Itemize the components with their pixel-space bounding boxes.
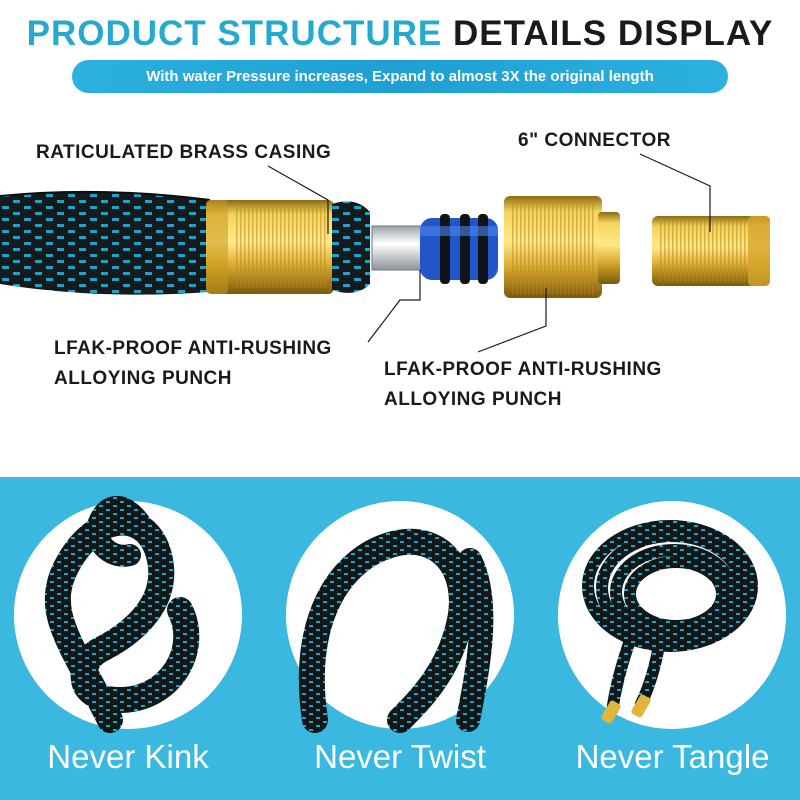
brass-casing [206, 200, 334, 294]
never-kink-caption: Never Kink [47, 738, 209, 775]
right-punch-label-line2: ALLOYING PUNCH [384, 389, 562, 410]
hose-fittings-illustration [0, 153, 770, 353]
brass-coupling [504, 196, 620, 298]
o-rings [420, 214, 498, 284]
six-inch-connector [652, 216, 770, 286]
coiled-hose-icon [558, 501, 786, 729]
looped-hose-icon [286, 501, 514, 733]
callout-lines [267, 153, 711, 353]
never-twist-caption: Never Twist [314, 738, 486, 775]
hose-body [0, 190, 211, 295]
page-title: PRODUCT STRUCTURE DETAILS DISPLAY [0, 12, 800, 56]
expansion-banner: With water Pressure increases, Expand to… [72, 60, 728, 93]
title-dark: DETAILS DISPLAY [453, 14, 774, 53]
brass-casing-label: RATICULATED BRASS CASING [36, 142, 332, 163]
braid-collar [332, 201, 370, 293]
never-tangle-caption: Never Tangle [575, 738, 770, 775]
left-punch-label-line1: LFAK-PROOF ANTI-RUSHING [54, 338, 332, 359]
right-punch-label-line1: LFAK-PROOF ANTI-RUSHING [384, 359, 662, 380]
left-punch-label-line2: ALLOYING PUNCH [54, 368, 232, 389]
title-accent: PRODUCT STRUCTURE [26, 14, 443, 53]
knotted-hose-icon [14, 495, 242, 733]
connector-label: 6" CONNECTOR [518, 130, 671, 151]
